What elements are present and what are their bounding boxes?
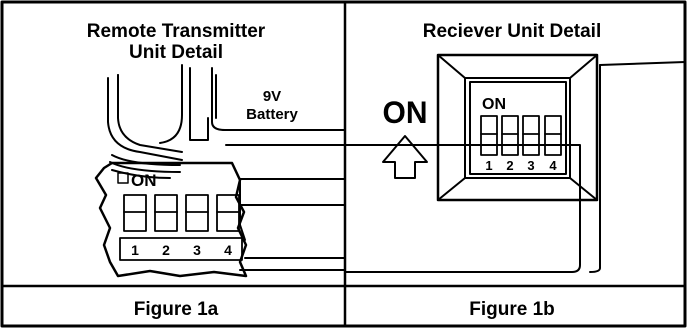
up-arrow-icon (382, 135, 428, 179)
receiver-dip-switch-3 (522, 115, 540, 156)
receiver-housing-top (599, 61, 686, 66)
transmitter-dip-switches (123, 194, 240, 232)
battery-label-line2: Battery (246, 106, 298, 123)
transmitter-housing (239, 178, 346, 271)
transmitter-dip-switch-3 (185, 194, 209, 232)
right-panel: Reciever Unit Detail ON ON (344, 21, 686, 320)
left-title-line2: Unit Detail (129, 42, 223, 63)
receiver-dip-switches (480, 115, 562, 156)
transmitter-switch-on-label: ON (131, 171, 157, 190)
battery-label-line1: 9V (263, 88, 281, 105)
transmitter-number-strip (119, 237, 243, 261)
battery-case (107, 64, 346, 179)
transmitter-dip-switch-1 (123, 194, 147, 232)
left-panel: Remote Transmitter Unit Detail 9V Batter… (87, 21, 346, 320)
receiver-dip-switch-1 (480, 115, 498, 156)
receiver-dip-switch-4 (544, 115, 562, 156)
transmitter-switch-number-2: 2 (162, 242, 170, 258)
transmitter-switch-number-3: 3 (193, 242, 201, 258)
receiver-switch-number-2: 2 (506, 158, 513, 173)
receiver-switch-number-3: 3 (527, 158, 534, 173)
transmitter-switch-number-4: 4 (224, 242, 232, 258)
receiver-switch-body (469, 81, 567, 175)
transmitter-dip-switch-4 (216, 194, 240, 232)
receiver-housing-right (589, 64, 601, 273)
receiver-switch-on-label: ON (482, 96, 506, 113)
transmitter-switch-number-1: 1 (131, 242, 139, 258)
right-caption: Figure 1b (469, 299, 555, 320)
receiver-switch-number-1: 1 (485, 158, 492, 173)
receiver-dip-switch-2 (501, 115, 519, 156)
left-caption: Figure 1a (134, 299, 219, 320)
receiver-switch-number-4: 4 (549, 158, 557, 173)
receiver-housing (344, 144, 581, 273)
right-title: Reciever Unit Detail (423, 21, 601, 42)
transmitter-dip-switch-2 (154, 194, 178, 232)
left-title-line1: Remote Transmitter (87, 21, 266, 42)
receiver-on-label: ON (383, 94, 428, 130)
transmitter-on-indicator (117, 172, 129, 184)
